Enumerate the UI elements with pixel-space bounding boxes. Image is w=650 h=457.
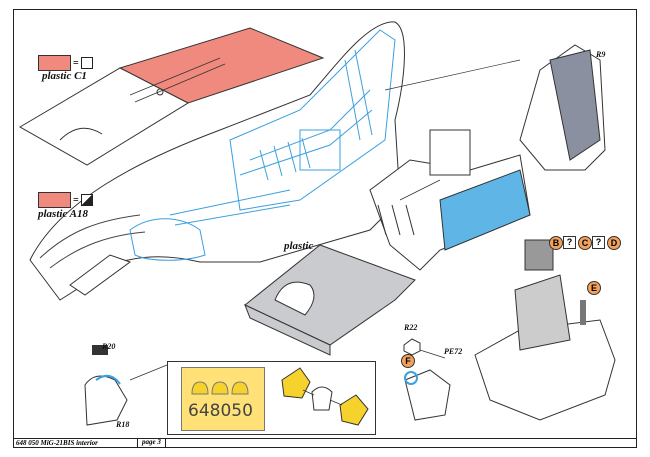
legend-c1: = bbox=[38, 55, 93, 71]
shape-icon bbox=[80, 57, 93, 69]
triangle-icon bbox=[80, 194, 93, 206]
badge-q1: ? bbox=[563, 236, 576, 249]
equals-sign: = bbox=[73, 57, 79, 69]
equals-sign: = bbox=[73, 194, 79, 206]
legend-c1-label: plastic C1 bbox=[42, 70, 87, 82]
label-r18: R18 bbox=[116, 420, 130, 429]
pink-swatch bbox=[38, 192, 71, 208]
label-r22: R22 bbox=[404, 323, 418, 332]
badge-e: E bbox=[587, 281, 601, 295]
footer-title: MiG-21BIS interior bbox=[40, 439, 98, 447]
footer-code: 648 050 MiG-21BIS interior bbox=[16, 439, 98, 447]
page-footer: 648 050 MiG-21BIS interior page 3 bbox=[13, 438, 637, 449]
badge-b: B bbox=[549, 236, 563, 250]
badge-q2: ? bbox=[592, 236, 605, 249]
page-frame bbox=[13, 9, 637, 448]
footer-page: page 3 bbox=[137, 438, 166, 448]
label-r20: R20 bbox=[102, 342, 116, 351]
blue-interior bbox=[129, 29, 396, 261]
legend-a18: = bbox=[38, 192, 93, 208]
label-r9: R9 bbox=[596, 50, 606, 59]
badge-c: C bbox=[578, 236, 592, 250]
decal-number: 648050 bbox=[188, 401, 253, 421]
footer-code-number: 648 050 bbox=[16, 439, 39, 447]
plastic-label: plastic bbox=[284, 240, 314, 252]
badge-f: F bbox=[401, 354, 415, 368]
fuselage-outline bbox=[29, 21, 405, 301]
badge-d: D bbox=[607, 236, 621, 250]
label-pe72: PE72 bbox=[444, 347, 463, 356]
decal-sheet: 648050 bbox=[181, 367, 265, 431]
pe-part-r22 bbox=[403, 338, 421, 356]
legend-a18-label: plastic A18 bbox=[38, 208, 89, 220]
decal-shapes bbox=[191, 381, 249, 395]
pink-swatch bbox=[38, 55, 71, 71]
plastic-c1-underside bbox=[19, 67, 190, 166]
